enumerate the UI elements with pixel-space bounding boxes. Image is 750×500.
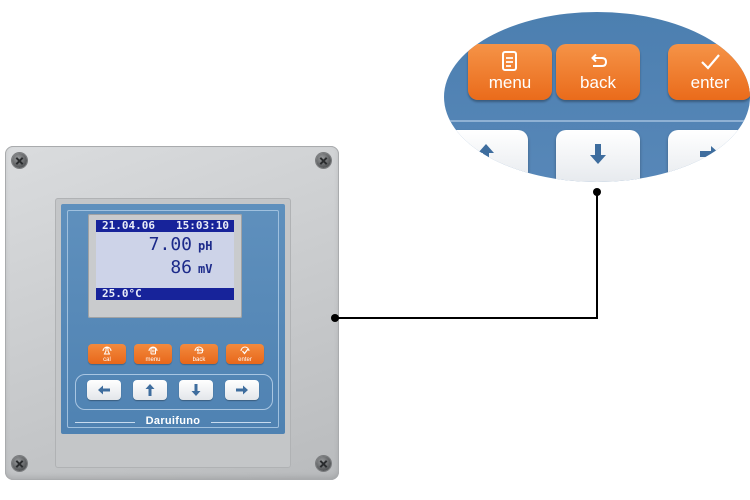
brand-divider-right xyxy=(211,422,271,423)
zoom-content: menu back enter xyxy=(444,12,750,182)
panel-frame xyxy=(67,210,279,428)
lcd-bezel: 21.04.06 15:03:10 7.00 pH 86 mV 25.0°C xyxy=(88,214,242,318)
zoom-bubble: menu back enter xyxy=(444,12,750,182)
flask-icon xyxy=(102,346,112,355)
enter-button[interactable]: enter xyxy=(226,344,264,364)
lcd-time: 15:03:10 xyxy=(176,219,229,232)
arrow-keys-frame xyxy=(75,374,273,410)
callout-dot-device xyxy=(331,314,339,322)
mv-value: 86 xyxy=(170,257,192,278)
left-arrow-icon xyxy=(98,385,110,395)
left-button[interactable] xyxy=(87,380,121,400)
menu-label: menu xyxy=(145,357,161,363)
up-arrow-icon xyxy=(478,144,494,164)
back-button[interactable]: back xyxy=(180,344,218,364)
right-arrow-icon xyxy=(236,385,248,395)
enter-label: enter xyxy=(238,357,252,363)
zoom-right-button[interactable] xyxy=(668,130,750,182)
right-button[interactable] xyxy=(225,380,259,400)
zoom-back-button[interactable]: back xyxy=(556,44,640,100)
screw-icon xyxy=(316,456,331,471)
down-arrow-icon xyxy=(191,384,201,396)
screw-icon xyxy=(316,153,331,168)
checkmark-icon xyxy=(240,346,250,355)
zoom-down-button[interactable] xyxy=(556,130,640,182)
screw-icon xyxy=(12,153,27,168)
document-icon xyxy=(148,346,158,355)
up-arrow-icon xyxy=(145,384,155,396)
zoom-divider xyxy=(444,120,750,122)
cal-label: cal xyxy=(103,357,111,363)
mv-unit: mV xyxy=(198,262,213,276)
callout-dot-zoom xyxy=(593,188,601,196)
zoom-menu-label: menu xyxy=(488,73,532,92)
lcd-status-bar: 21.04.06 15:03:10 xyxy=(96,220,234,232)
zoom-enter-label: enter xyxy=(690,73,730,92)
lcd-date: 21.04.06 xyxy=(102,219,155,232)
zoom-up-button[interactable] xyxy=(444,130,528,182)
checkmark-icon xyxy=(701,54,720,70)
return-arrow-icon xyxy=(591,53,608,67)
down-arrow-icon xyxy=(590,144,606,164)
back-label: back xyxy=(192,357,206,363)
callout-line-vertical xyxy=(596,192,598,319)
zoom-back-label: back xyxy=(580,73,616,92)
lcd-display: 21.04.06 15:03:10 7.00 pH 86 mV 25.0°C xyxy=(96,220,234,300)
zoom-menu-button[interactable]: menu xyxy=(468,44,552,100)
brand-name: Daruifuno xyxy=(145,415,201,427)
zoom-enter-button[interactable]: enter xyxy=(668,44,750,100)
menu-button[interactable]: menu xyxy=(134,344,172,364)
front-face: 21.04.06 15:03:10 7.00 pH 86 mV 25.0°C xyxy=(55,198,291,468)
control-panel: 21.04.06 15:03:10 7.00 pH 86 mV 25.0°C xyxy=(61,204,285,434)
lcd-mv-row: 86 mV xyxy=(170,258,224,279)
right-arrow-icon xyxy=(700,146,720,162)
controller-housing: 21.04.06 15:03:10 7.00 pH 86 mV 25.0°C xyxy=(5,146,339,480)
lcd-ph-row: 7.00 pH xyxy=(149,235,224,256)
return-arrow-icon xyxy=(194,346,204,354)
screw-icon xyxy=(12,456,27,471)
cal-button[interactable]: cal xyxy=(88,344,126,364)
up-button[interactable] xyxy=(133,380,167,400)
ph-value: 7.00 xyxy=(148,234,192,255)
callout-line-horizontal xyxy=(336,317,598,319)
lcd-temperature-bar: 25.0°C xyxy=(96,288,234,300)
brand-divider-left xyxy=(75,422,135,423)
document-icon xyxy=(502,51,517,71)
temperature-value: 25.0°C xyxy=(102,287,142,300)
down-button[interactable] xyxy=(179,380,213,400)
ph-unit: pH xyxy=(198,239,213,253)
